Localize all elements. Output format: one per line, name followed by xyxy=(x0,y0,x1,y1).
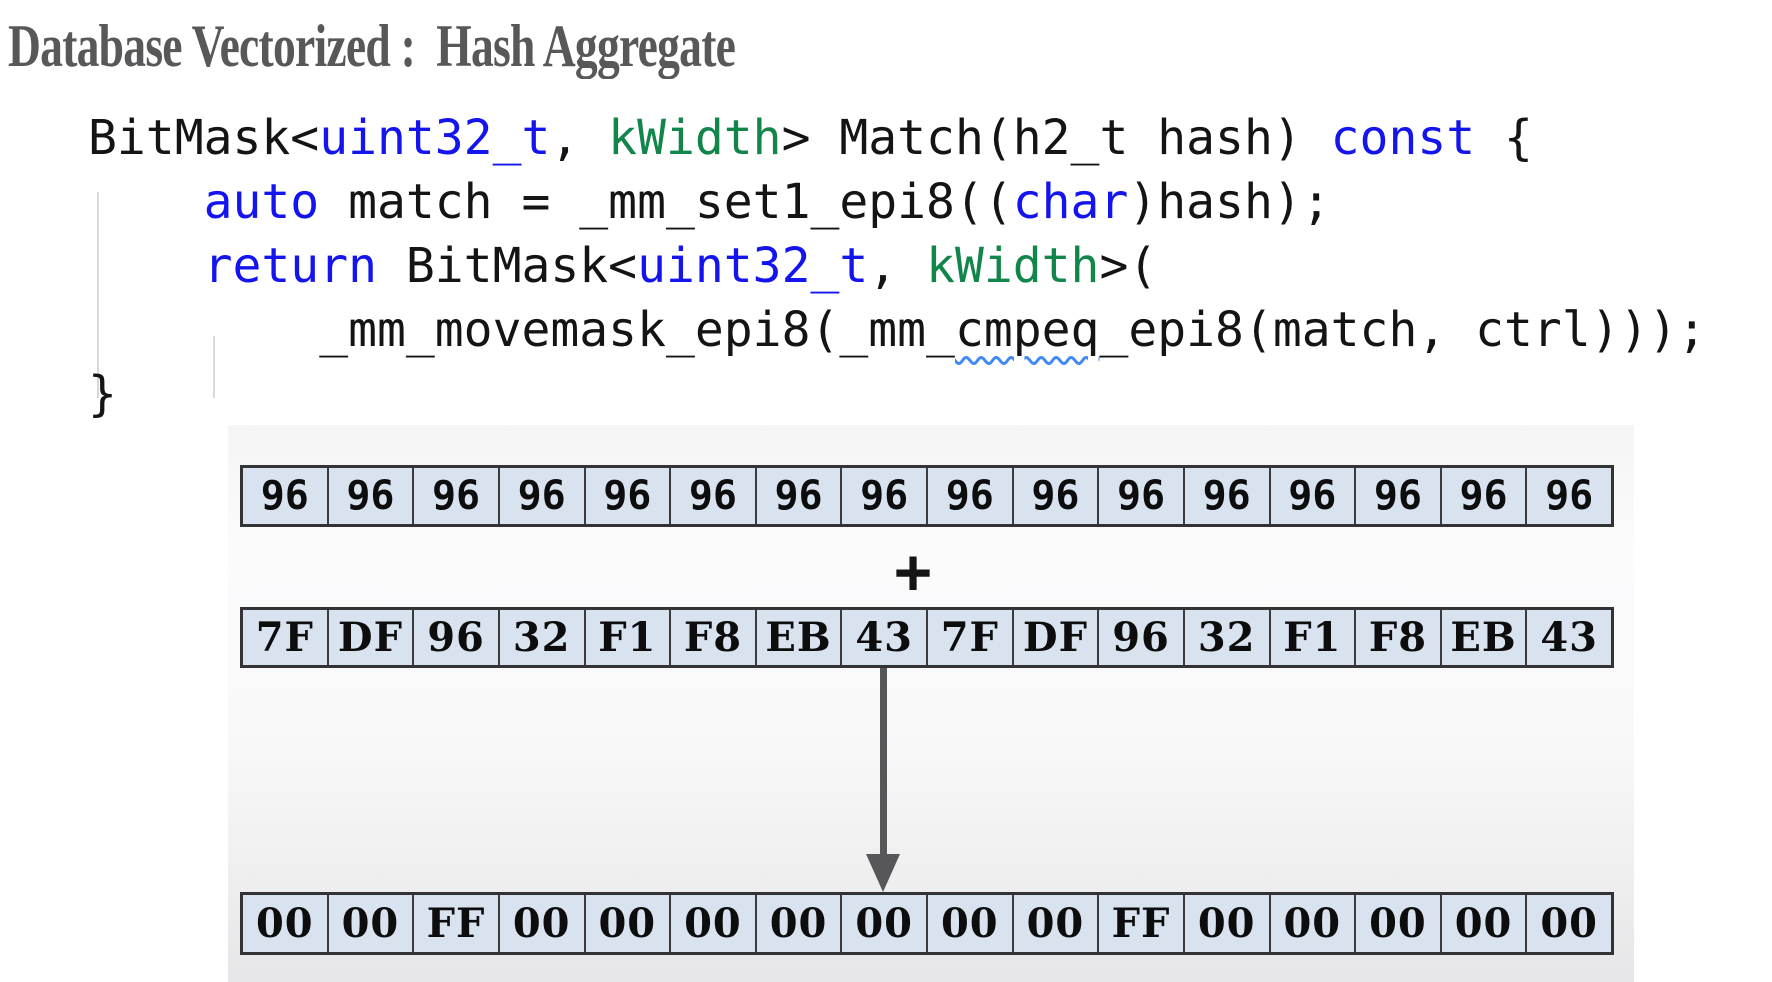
code-segment: , xyxy=(550,110,609,166)
byte-cell: DF xyxy=(1013,610,1100,665)
byte-cell: 00 xyxy=(1270,895,1357,952)
byte-cell: 96 xyxy=(1527,468,1611,524)
byte-cell: 00 xyxy=(1184,895,1271,952)
byte-cell: F1 xyxy=(1270,610,1357,665)
byte-cell: 7F xyxy=(243,610,329,665)
code-line: auto match = _mm_set1_epi8((char)hash); xyxy=(88,170,1706,234)
code-segment: return xyxy=(203,238,377,294)
byte-cell: 00 xyxy=(1013,895,1100,952)
byte-cell: 96 xyxy=(243,468,329,524)
arrow-head xyxy=(866,854,900,892)
indent-guide xyxy=(213,336,215,398)
arrow-shaft xyxy=(880,668,887,855)
byte-cell: 96 xyxy=(1270,468,1357,524)
code-segment: BitMask< xyxy=(88,110,320,166)
byte-cell: 96 xyxy=(1013,468,1100,524)
code-segment: > Match(h2_t hash) xyxy=(781,110,1331,166)
code-segment: kWidth xyxy=(608,110,782,166)
byte-cell: 96 xyxy=(1099,610,1185,665)
byte-cell: 96 xyxy=(499,468,586,524)
code-segment: , xyxy=(868,238,927,294)
byte-cell: 96 xyxy=(842,468,928,524)
byte-cell: 96 xyxy=(1356,468,1442,524)
code-segment: cmpeq xyxy=(954,302,1100,358)
code-segment: BitMask< xyxy=(376,238,638,294)
byte-cell: F1 xyxy=(585,610,672,665)
slide-title: Database Vectorized : Hash Aggregate xyxy=(8,13,736,79)
byte-cell: FF xyxy=(414,895,500,952)
code-segment: >( xyxy=(1099,238,1158,294)
byte-cell: 96 xyxy=(414,610,500,665)
byte-cell: 00 xyxy=(328,895,415,952)
byte-cell: 00 xyxy=(585,895,672,952)
plus-operator: + xyxy=(894,535,932,608)
byte-cell: 96 xyxy=(1441,468,1528,524)
byte-cell: 96 xyxy=(585,468,672,524)
code-segment: uint32_t xyxy=(637,238,869,294)
byte-cell: 00 xyxy=(928,895,1014,952)
code-segment: } xyxy=(88,366,117,422)
byte-cell: 00 xyxy=(1527,895,1611,952)
code-segment: char xyxy=(1012,174,1129,230)
code-segment: )hash); xyxy=(1128,174,1331,230)
byte-cell: 96 xyxy=(928,468,1014,524)
byte-cell: 7F xyxy=(928,610,1014,665)
byte-cell: 00 xyxy=(671,895,757,952)
byte-cell: EB xyxy=(756,610,843,665)
code-segment: kWidth xyxy=(926,238,1100,294)
code-block: BitMask<uint32_t, kWidth> Match(h2_t has… xyxy=(88,106,1706,426)
byte-cell: 43 xyxy=(842,610,928,665)
code-segment: match = _mm_set1_epi8(( xyxy=(319,174,1013,230)
byte-cell: DF xyxy=(328,610,415,665)
byte-cell: 96 xyxy=(328,468,415,524)
code-segment: { xyxy=(1475,110,1533,166)
code-segment: auto xyxy=(203,174,320,230)
byte-cell: 00 xyxy=(243,895,329,952)
byte-cell: 00 xyxy=(499,895,586,952)
indent-guide xyxy=(97,192,99,398)
code-segment: uint32_t xyxy=(319,110,551,166)
byte-cell: 96 xyxy=(1184,468,1271,524)
byte-cell: F8 xyxy=(671,610,757,665)
code-line: return BitMask<uint32_t, kWidth>( xyxy=(88,234,1706,298)
code-line: } xyxy=(88,362,1706,426)
byte-cell: 00 xyxy=(1356,895,1442,952)
byte-cell: 00 xyxy=(756,895,843,952)
byte-cell: F8 xyxy=(1356,610,1442,665)
code-line: BitMask<uint32_t, kWidth> Match(h2_t has… xyxy=(88,106,1706,170)
byte-cell: 00 xyxy=(842,895,928,952)
byte-cell: 96 xyxy=(1099,468,1185,524)
byte-cell: 96 xyxy=(756,468,843,524)
byte-cell: 43 xyxy=(1527,610,1611,665)
byte-cell: 96 xyxy=(414,468,500,524)
byte-cell: 00 xyxy=(1441,895,1528,952)
code-line: _mm_movemask_epi8(_mm_cmpeq_epi8(match, … xyxy=(88,298,1706,362)
byte-cell: FF xyxy=(1099,895,1185,952)
byte-cell: 32 xyxy=(499,610,586,665)
code-segment: _epi8(match, ctrl))); xyxy=(1099,302,1707,358)
byte-cell: 96 xyxy=(671,468,757,524)
code-segment: const xyxy=(1330,110,1476,166)
code-segment: _mm_movemask_epi8(_mm_ xyxy=(319,302,955,358)
byte-cell: 32 xyxy=(1184,610,1271,665)
byte-cell: EB xyxy=(1441,610,1528,665)
